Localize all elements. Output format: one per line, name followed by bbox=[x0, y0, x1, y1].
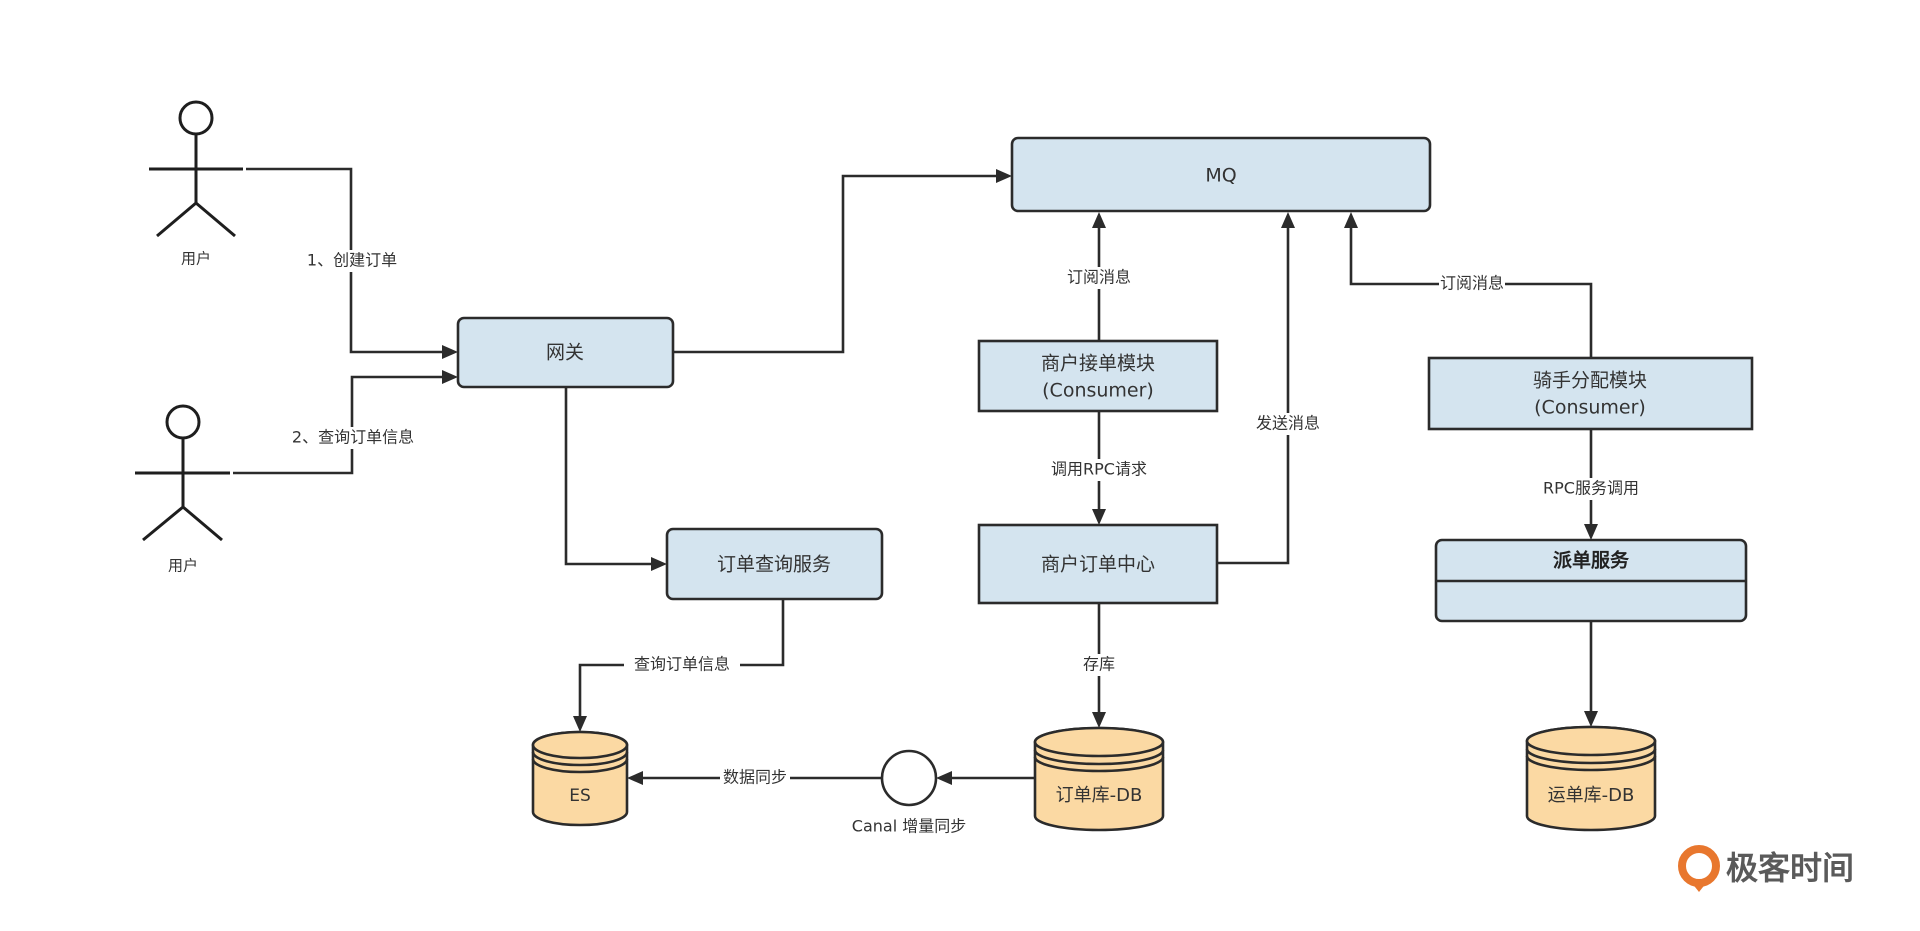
arrowhead bbox=[627, 771, 643, 785]
svg-text:商户接单模块: 商户接单模块 bbox=[1041, 353, 1155, 375]
db-waybill[interactable]: 运单库-DB bbox=[1525, 725, 1657, 832]
arrowhead bbox=[936, 771, 952, 785]
edge-create-order: 1、创建订单 bbox=[246, 167, 458, 359]
edge-label: 1、创建订单 bbox=[307, 251, 397, 270]
arrowhead bbox=[1281, 212, 1295, 228]
db-order[interactable]: 订单库-DB bbox=[1033, 726, 1165, 832]
edge-label: 订阅消息 bbox=[1067, 268, 1131, 287]
arrowhead bbox=[651, 557, 667, 571]
node-merchant-accept-module[interactable]: 商户接单模块 (Consumer) bbox=[977, 339, 1219, 413]
edge-gateway-to-query-service bbox=[564, 387, 667, 571]
svg-text:MQ: MQ bbox=[1205, 165, 1236, 187]
actor-user-1[interactable]: 用户 bbox=[149, 100, 243, 268]
arrowhead bbox=[1584, 524, 1598, 540]
edge-merchant-subscribe: 订阅消息 bbox=[1066, 212, 1132, 341]
svg-text:订单库-DB: 订单库-DB bbox=[1056, 785, 1143, 806]
arrowhead bbox=[442, 345, 458, 359]
logo: 极客时间 bbox=[1678, 845, 1854, 892]
actor-leg-left bbox=[142, 505, 184, 542]
edge-label: 数据同步 bbox=[723, 768, 787, 787]
svg-text:骑手分配模块: 骑手分配模块 bbox=[1533, 370, 1647, 392]
edge-label: 存库 bbox=[1083, 655, 1115, 674]
edge-query-order: 2、查询订单信息 bbox=[233, 370, 458, 475]
actor-head bbox=[165, 404, 201, 440]
edge-label: 2、查询订单信息 bbox=[292, 428, 414, 447]
node-order-query-service[interactable]: 订单查询服务 bbox=[665, 527, 884, 601]
arrowhead bbox=[442, 370, 458, 384]
actor-leg-left bbox=[156, 201, 197, 238]
arrowhead bbox=[1584, 711, 1598, 727]
node-canal[interactable]: Canal 增量同步 bbox=[852, 749, 966, 836]
arrowhead bbox=[996, 169, 1012, 183]
node-rider-assign-module[interactable]: 骑手分配模块 (Consumer) bbox=[1427, 356, 1754, 431]
svg-text:(Consumer): (Consumer) bbox=[1534, 397, 1646, 419]
db-es[interactable]: ES bbox=[531, 730, 629, 827]
actor-head bbox=[178, 100, 214, 136]
svg-text:派单服务: 派单服务 bbox=[1553, 549, 1630, 572]
edge-store: 存库 bbox=[1080, 603, 1118, 728]
edge-label: 查询订单信息 bbox=[634, 655, 730, 674]
edge-label: RPC服务调用 bbox=[1543, 479, 1639, 498]
actor-label: 用户 bbox=[168, 557, 198, 575]
arrowhead bbox=[1344, 212, 1358, 228]
canal-label: Canal 增量同步 bbox=[852, 817, 966, 836]
svg-text:商户订单中心: 商户订单中心 bbox=[1041, 554, 1155, 576]
arrowhead bbox=[573, 716, 587, 732]
edge-rpc-service-call: RPC服务调用 bbox=[1533, 429, 1649, 540]
edge-query-order-info: 查询订单信息 bbox=[573, 599, 785, 732]
edge-label: 订阅消息 bbox=[1440, 274, 1504, 293]
svg-text:订单查询服务: 订单查询服务 bbox=[717, 554, 831, 576]
edge-label: 发送消息 bbox=[1256, 414, 1320, 433]
edge-data-sync: 数据同步 bbox=[627, 767, 882, 789]
node-mq[interactable]: MQ bbox=[1010, 136, 1432, 213]
node-gateway[interactable]: 网关 bbox=[456, 316, 675, 389]
svg-text:ES: ES bbox=[569, 786, 591, 806]
edge-db-to-canal bbox=[936, 771, 1035, 785]
logo-icon bbox=[1678, 845, 1720, 892]
svg-text:网关: 网关 bbox=[546, 342, 584, 364]
edge-gateway-to-mq bbox=[673, 169, 1012, 354]
logo-text: 极客时间 bbox=[1726, 849, 1854, 887]
node-dispatch-service[interactable]: 派单服务 bbox=[1434, 538, 1748, 623]
svg-text:(Consumer): (Consumer) bbox=[1042, 380, 1154, 402]
actor-leg-right bbox=[195, 201, 236, 238]
edge-call-rpc: 调用RPC请求 bbox=[1050, 411, 1148, 525]
edge-label: 调用RPC请求 bbox=[1051, 460, 1147, 479]
actor-label: 用户 bbox=[181, 250, 211, 268]
actor-leg-right bbox=[182, 505, 223, 542]
arrowhead bbox=[1092, 509, 1106, 525]
actor-user-2[interactable]: 用户 bbox=[135, 404, 230, 575]
arrowhead bbox=[1092, 712, 1106, 728]
edge-dispatch-to-waybill-db bbox=[1584, 621, 1598, 727]
arrowhead bbox=[1092, 212, 1106, 228]
edge-rider-subscribe: 订阅消息 bbox=[1344, 212, 1593, 358]
svg-text:运单库-DB: 运单库-DB bbox=[1548, 785, 1635, 806]
node-merchant-order-center[interactable]: 商户订单中心 bbox=[977, 523, 1219, 605]
edge-send-message: 发送消息 bbox=[1217, 212, 1321, 565]
